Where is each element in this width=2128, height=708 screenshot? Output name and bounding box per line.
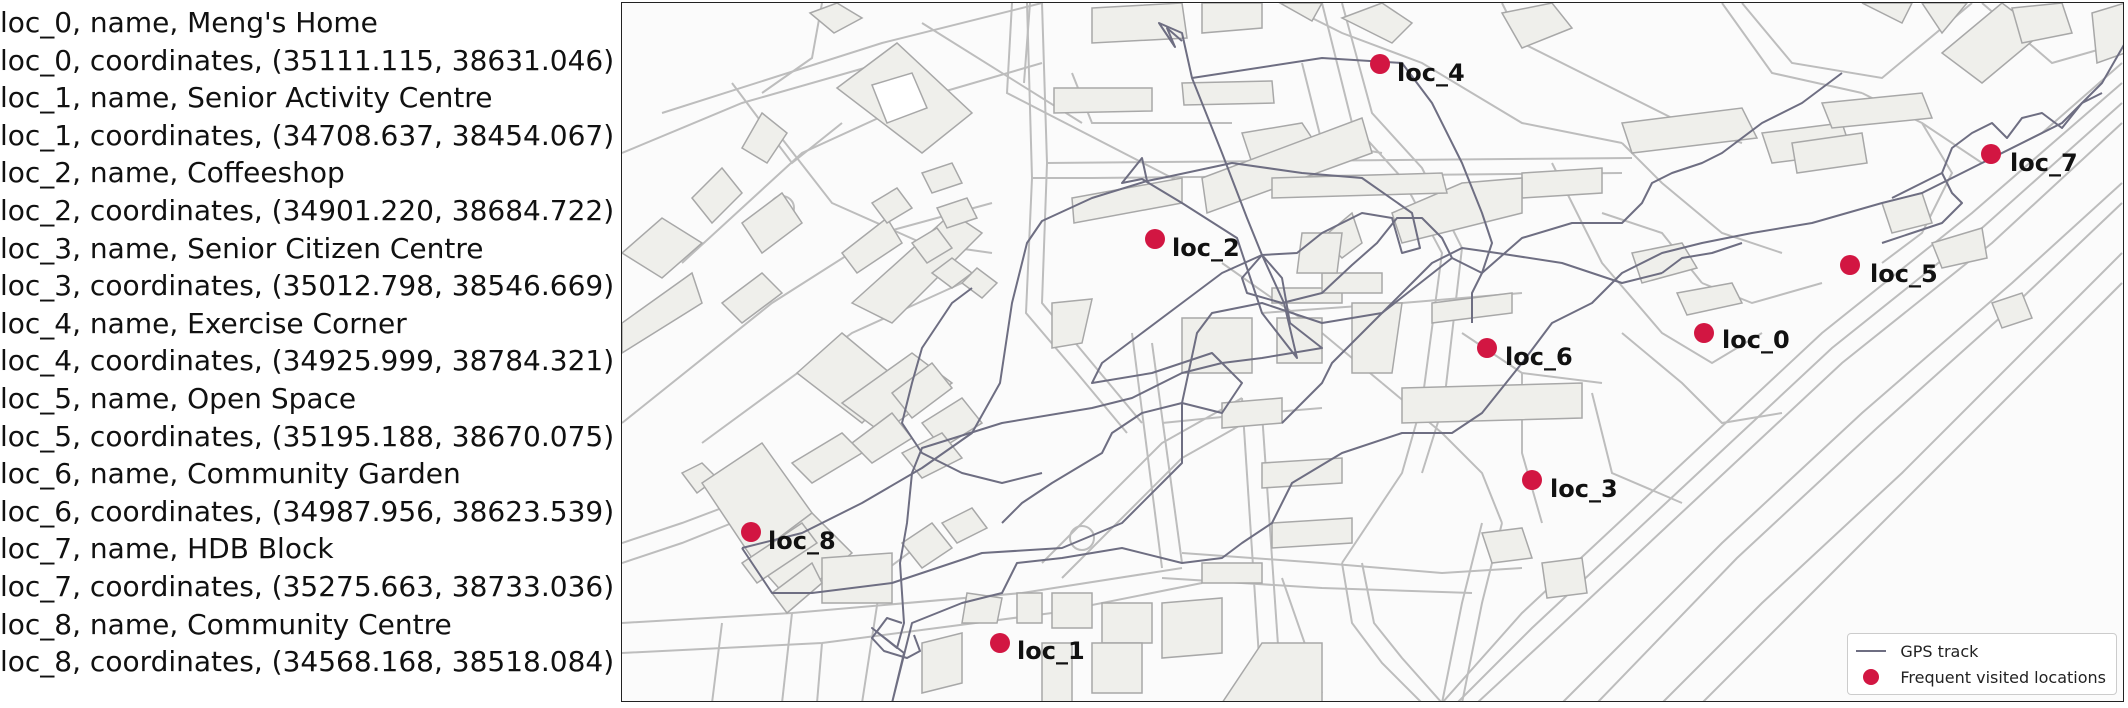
- info-line: loc_2, name, Coffeeshop: [0, 156, 345, 190]
- legend-track-label: GPS track: [1900, 641, 1979, 661]
- legend-row-track: GPS track: [1856, 638, 2106, 664]
- location-marker-loc_8[interactable]: loc_8: [741, 522, 836, 555]
- legend-locations-label: Frequent visited locations: [1900, 667, 2106, 687]
- info-line: loc_5, coordinates, (35195.188, 38670.07…: [0, 419, 615, 453]
- info-line: loc_8, name, Community Centre: [0, 607, 452, 641]
- svg-text:loc_3: loc_3: [1550, 475, 1618, 503]
- building-layer: [622, 3, 2123, 701]
- info-line: loc_1, name, Senior Activity Centre: [0, 81, 493, 115]
- location-marker-loc_6[interactable]: loc_6: [1477, 338, 1573, 371]
- svg-text:loc_7: loc_7: [2010, 149, 2078, 177]
- svg-text:loc_4: loc_4: [1397, 59, 1465, 87]
- gps-track: [741, 22, 2123, 701]
- location-dot-icon: [1863, 669, 1880, 685]
- info-line: loc_3, name, Senior Citizen Centre: [0, 231, 484, 265]
- info-line: loc_2, coordinates, (34901.220, 38684.72…: [0, 193, 615, 227]
- info-line: loc_4, coordinates, (34925.999, 38784.32…: [0, 344, 615, 378]
- map-legend: GPS track Frequent visited locations: [1847, 633, 2117, 695]
- svg-text:loc_2: loc_2: [1172, 234, 1240, 262]
- info-line: loc_0, name, Meng's Home: [0, 6, 378, 39]
- location-info-list: loc_0, name, Meng's Home loc_0, coordina…: [0, 4, 615, 681]
- info-line: loc_8, coordinates, (34568.168, 38518.08…: [0, 645, 615, 679]
- svg-text:loc_1: loc_1: [1017, 637, 1085, 665]
- info-line: loc_0, coordinates, (35111.115, 38631.04…: [0, 43, 615, 77]
- map-panel: loc_0 loc_1 loc_2 loc_3 loc_4 loc_5: [621, 2, 2124, 702]
- info-line: loc_7, coordinates, (35275.663, 38733.03…: [0, 569, 615, 603]
- svg-text:loc_6: loc_6: [1505, 343, 1573, 371]
- svg-text:loc_5: loc_5: [1870, 260, 1938, 288]
- legend-row-locations: Frequent visited locations: [1856, 664, 2106, 690]
- info-line: loc_3, coordinates, (35012.798, 38546.66…: [0, 269, 615, 303]
- location-marker-loc_4[interactable]: loc_4: [1370, 54, 1465, 87]
- location-marker-loc_1[interactable]: loc_1: [990, 633, 1085, 665]
- info-line: loc_7, name, HDB Block: [0, 532, 334, 566]
- location-marker-loc_3[interactable]: loc_3: [1522, 470, 1618, 503]
- info-line: loc_1, coordinates, (34708.637, 38454.06…: [0, 118, 615, 152]
- info-line: loc_6, name, Community Garden: [0, 457, 461, 491]
- svg-text:loc_8: loc_8: [768, 527, 836, 555]
- location-marker-loc_2[interactable]: loc_2: [1145, 229, 1240, 262]
- svg-text:loc_0: loc_0: [1722, 326, 1790, 354]
- location-marker-loc_7[interactable]: loc_7: [1981, 144, 2078, 177]
- location-marker-loc_0[interactable]: loc_0: [1694, 323, 1790, 354]
- map-canvas: loc_0 loc_1 loc_2 loc_3 loc_4 loc_5: [622, 3, 2123, 701]
- track-line-icon: [1856, 650, 1887, 652]
- info-line: loc_5, name, Open Space: [0, 381, 357, 415]
- location-marker-loc_5[interactable]: loc_5: [1840, 255, 1938, 288]
- info-line: loc_6, coordinates, (34987.956, 38623.53…: [0, 494, 615, 528]
- info-line: loc_4, name, Exercise Corner: [0, 306, 407, 340]
- location-markers: loc_0 loc_1 loc_2 loc_3 loc_4 loc_5: [741, 54, 2078, 665]
